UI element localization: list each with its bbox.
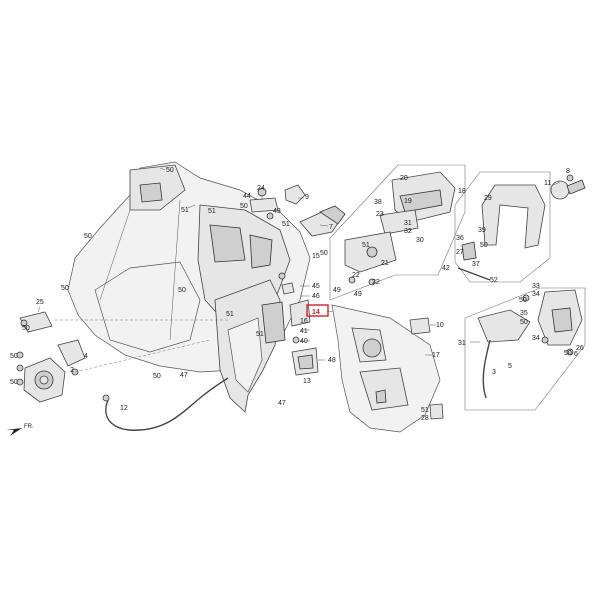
part-28	[429, 403, 444, 420]
highlight-box	[306, 304, 329, 317]
small-parts-column	[261, 272, 311, 344]
callout-39: 39	[478, 227, 486, 234]
callout-22: 22	[352, 272, 360, 279]
callout-34: 34	[532, 335, 540, 342]
callout-50: 50	[564, 350, 572, 357]
callout-51: 51	[226, 311, 234, 318]
callout-49: 49	[354, 291, 362, 298]
callout-50: 50	[240, 203, 248, 210]
callout-15: 15	[312, 253, 320, 260]
callout-8: 8	[566, 168, 570, 175]
bracket-part-25	[19, 311, 53, 333]
callout-35: 35	[520, 310, 528, 317]
callout-51: 51	[181, 207, 189, 214]
callout-labels: 50 51 24 44 43 9 51 50 7 51 50 25 50 50 …	[10, 167, 584, 422]
callout-33: 33	[532, 283, 540, 290]
hook-part-7	[299, 205, 346, 237]
callout-51: 51	[421, 407, 429, 414]
callout-23: 23	[376, 211, 384, 218]
latch-part-13	[291, 347, 319, 376]
fuel-lid-assembly	[16, 339, 86, 403]
callout-50: 50	[166, 167, 174, 174]
direction-label: FR.	[24, 424, 34, 430]
callout-16: 16	[300, 318, 308, 325]
callout-51: 51	[282, 221, 290, 228]
callout-31: 31	[404, 220, 412, 227]
callout-46: 46	[312, 293, 320, 300]
callout-50: 50	[10, 379, 18, 386]
callout-50: 50	[153, 373, 161, 380]
callout-27: 27	[456, 249, 464, 256]
callout-42: 42	[442, 265, 450, 272]
callout-13: 13	[303, 378, 311, 385]
callout-9: 9	[305, 194, 309, 201]
callout-50: 50	[480, 242, 488, 249]
cable-part-12	[102, 377, 229, 431]
callout-50: 50	[519, 297, 527, 304]
part-10	[409, 317, 431, 335]
callout-49: 49	[333, 287, 341, 294]
callout-50: 50	[84, 233, 92, 240]
callout-43: 43	[273, 208, 281, 215]
callout-40: 40	[300, 338, 308, 345]
callout-5: 5	[508, 363, 512, 370]
callout-19: 19	[404, 198, 412, 205]
callout-17: 17	[432, 352, 440, 359]
callout-7: 7	[329, 224, 333, 231]
callout-12: 12	[120, 405, 128, 412]
callout-37: 37	[472, 261, 480, 268]
callout-18: 18	[458, 188, 466, 195]
callout-50: 50	[320, 250, 328, 257]
callout-51: 51	[362, 242, 370, 249]
callout-41: 41	[300, 328, 308, 335]
callout-32: 32	[404, 228, 412, 235]
seat-lock-group-box	[464, 287, 586, 411]
leader-lines	[37, 167, 561, 361]
callout-4: 4	[84, 353, 88, 360]
callout-31: 31	[458, 340, 466, 347]
handle-group-box	[454, 171, 551, 283]
knob-part-9	[284, 184, 306, 205]
callout-47: 47	[180, 372, 188, 379]
callout-51: 51	[256, 331, 264, 338]
callout-50: 50	[520, 319, 528, 326]
callout-28: 28	[421, 415, 429, 422]
callout-48: 48	[328, 357, 336, 364]
callout-14-highlighted: 14	[312, 309, 320, 316]
callout-51: 51	[208, 208, 216, 215]
callout-38: 38	[374, 199, 382, 206]
callout-6: 6	[574, 351, 578, 358]
hinge-bracket	[249, 187, 279, 220]
callout-47: 47	[278, 400, 286, 407]
callout-25: 25	[36, 299, 44, 306]
callout-44: 44	[243, 193, 251, 200]
callout-36: 36	[456, 235, 464, 242]
callout-50: 50	[61, 285, 69, 292]
callout-22: 22	[372, 279, 380, 286]
callout-50: 50	[22, 325, 30, 332]
arrow-icon	[6, 428, 22, 436]
key-set-part-8-11	[550, 174, 586, 200]
callout-11: 11	[544, 180, 551, 187]
callout-50: 50	[10, 353, 18, 360]
front-direction-indicator: FR.	[6, 424, 34, 436]
callout-3: 3	[492, 369, 496, 376]
callout-20: 20	[400, 175, 408, 182]
inner-cover-body	[67, 161, 311, 413]
callout-26: 26	[576, 345, 584, 352]
callout-34: 34	[532, 291, 540, 298]
callout-2: 2	[70, 367, 74, 374]
front-panel-part-17	[331, 304, 441, 433]
callout-45: 45	[312, 283, 320, 290]
callout-24: 24	[257, 185, 265, 192]
callout-30: 30	[416, 237, 424, 244]
callout-21: 21	[381, 260, 389, 267]
carrier-group-box	[329, 164, 466, 301]
callout-10: 10	[436, 322, 444, 329]
callout-50: 50	[178, 287, 186, 294]
callout-29: 29	[484, 195, 492, 202]
callout-52: 52	[490, 277, 498, 284]
